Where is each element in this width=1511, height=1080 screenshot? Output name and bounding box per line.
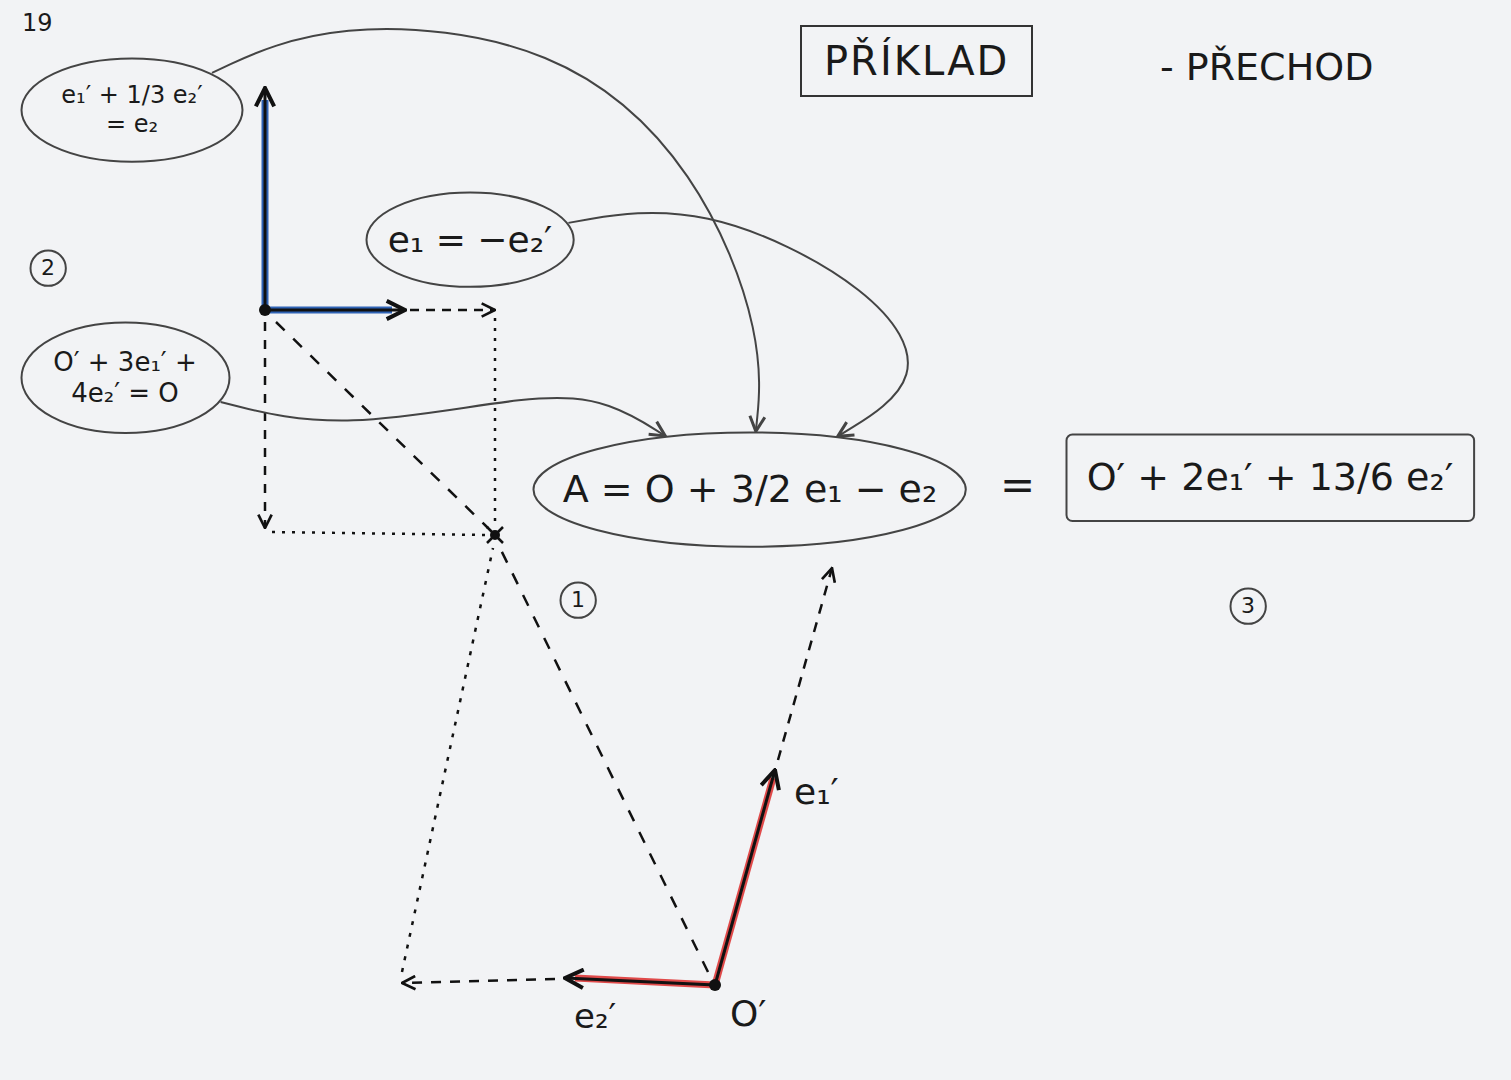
curved-arrow	[568, 213, 907, 436]
dotted-line	[272, 532, 488, 535]
callout-number: 3	[1229, 587, 1267, 625]
equation-ellipse: A = O + 3/2 e₁ − e₂	[532, 431, 967, 548]
vector-label: e₂′	[574, 998, 616, 1035]
heading-text: - PŘECHOD	[1160, 47, 1373, 89]
equation-ellipse: O′ + 3e₁′ + 4e₂′ = O	[20, 321, 231, 435]
dotted-line	[402, 548, 493, 972]
frame-o-prime	[402, 548, 832, 991]
text-group: 3	[1241, 593, 1255, 619]
dotted-line	[494, 318, 497, 528]
equation-text: O′ + 3e₁′ + 4e₂′ = O	[50, 347, 200, 409]
circle-outline	[30, 250, 65, 285]
equation-text: e₁ = −e₂′	[388, 218, 553, 261]
text-group: O′ + 2e₁′ + 13/6 e₂′	[1087, 455, 1454, 501]
page-number: 19	[22, 10, 53, 36]
point-label: O′	[730, 994, 767, 1034]
equation-ellipse: e₁′ + 1/3 e₂′ = e₂	[20, 57, 244, 163]
vector-label: e₁′	[794, 772, 839, 812]
point-a	[487, 527, 503, 543]
dashed-line	[402, 979, 555, 983]
ellipse-outline	[366, 193, 573, 287]
ellipse-outline	[21, 323, 229, 434]
equation-text: e₁′ + 1/3 e₂′ = e₂	[52, 81, 212, 139]
ellipse-outline	[534, 433, 966, 547]
equation-text: O′ + 2e₁′ + 13/6 e₂′	[1087, 455, 1454, 501]
ellipse-outline	[22, 58, 243, 161]
basis-vector	[264, 88, 267, 310]
callout-number: 2	[29, 249, 67, 287]
basis-vector	[565, 978, 715, 985]
basis-vector	[265, 309, 405, 312]
title-box: PŘÍKLAD	[800, 25, 1033, 97]
text-group: e₁′ + 1/3 e₂′ = e₂	[52, 81, 212, 139]
curved-arrow	[212, 29, 759, 431]
dashed-line	[276, 322, 488, 528]
point-marker	[487, 527, 503, 543]
origin-point	[709, 979, 721, 991]
text-group: 1	[571, 587, 585, 613]
circle-outline	[560, 582, 595, 617]
box-outline	[1066, 435, 1474, 522]
callout-number: 1	[559, 581, 597, 619]
callout-number: 3	[1241, 593, 1255, 619]
dashed-line	[500, 548, 708, 972]
frame-o	[259, 88, 495, 535]
circle-outline	[1230, 588, 1265, 623]
dashed-line	[410, 309, 495, 312]
callout-number: 1	[571, 587, 585, 613]
text-group: e₁ = −e₂′	[388, 218, 553, 261]
text-group: 2	[41, 255, 55, 281]
basis-vector	[715, 770, 775, 985]
text-group: O′ + 3e₁′ + 4e₂′ = O	[50, 347, 200, 409]
result-box: O′ + 2e₁′ + 13/6 e₂′	[1065, 433, 1476, 523]
dashed-line	[264, 322, 267, 528]
dashed-line	[778, 568, 832, 760]
curved-arrow	[221, 398, 666, 436]
callout-number: 2	[41, 255, 55, 281]
equation-text: A = O + 3/2 e₁ − e₂	[563, 467, 937, 513]
equals-sign: =	[1000, 462, 1035, 508]
text-group: A = O + 3/2 e₁ − e₂	[563, 467, 937, 513]
equation-ellipse: e₁ = −e₂′	[365, 191, 575, 288]
origin-point	[259, 304, 271, 316]
